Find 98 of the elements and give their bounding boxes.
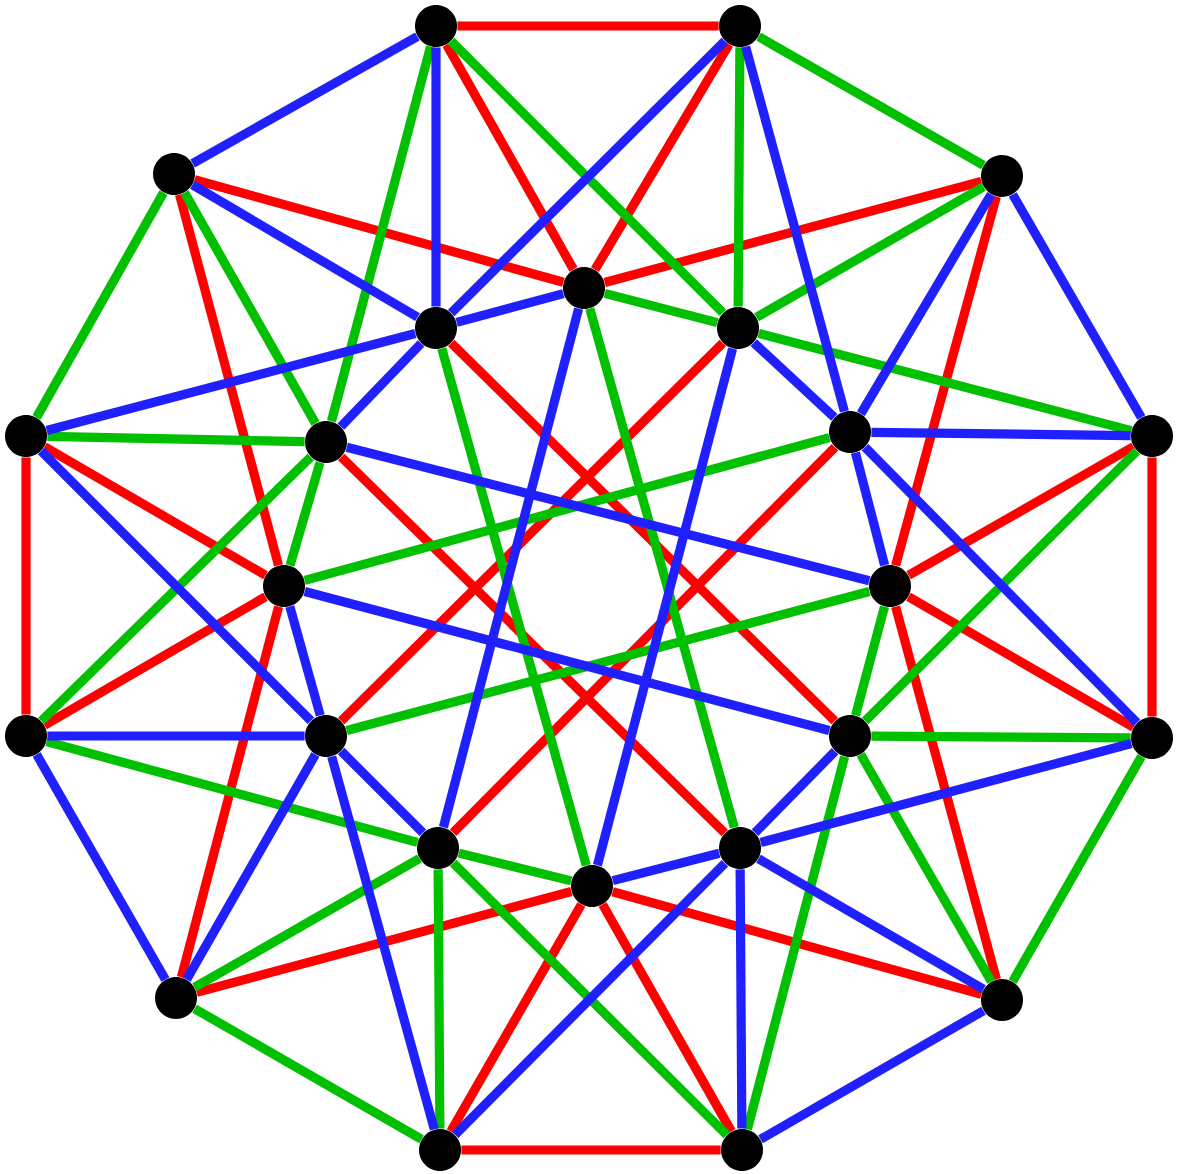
vertex-dot (981, 155, 1023, 197)
edge-line (891, 605, 1001, 981)
edge-line (192, 1004, 424, 1144)
edge-line (733, 47, 745, 307)
vertex-dot (717, 307, 759, 349)
edge-line (756, 854, 986, 994)
edge-line (338, 453, 728, 837)
edge-line (337, 339, 727, 725)
edge-line (592, 347, 738, 867)
vertex-dot (305, 421, 347, 463)
edge-line (856, 752, 996, 984)
edge-line (285, 605, 325, 717)
edge-line (21, 457, 31, 715)
vertex-dot (571, 865, 613, 907)
vertex-dot (5, 415, 47, 457)
edge-line (585, 307, 739, 829)
vertex-dot (263, 565, 305, 607)
edge-line (437, 347, 591, 867)
edge-line (603, 288, 719, 328)
edge-line (906, 592, 1136, 732)
edge-line (457, 848, 573, 886)
edge-line (750, 339, 838, 421)
edge-line (177, 605, 284, 979)
vertex-dot (155, 977, 197, 1019)
edge-line (742, 755, 850, 1131)
vertex-dot (869, 565, 911, 607)
vertex-dot (719, 5, 761, 47)
edge-line (193, 175, 565, 287)
edge-line (190, 32, 420, 168)
edge-line (759, 739, 1133, 847)
edge-line (42, 442, 268, 580)
edge-line (285, 461, 325, 567)
edge-line (457, 21, 719, 31)
edge-line (449, 443, 839, 836)
vertex-dot (563, 267, 605, 309)
edge-line (1008, 192, 1146, 420)
edge-line (758, 1006, 986, 1144)
vertex-dot (829, 411, 871, 453)
edge-line (448, 339, 838, 725)
vertex-dot (719, 827, 761, 869)
edge-line (455, 289, 565, 327)
edge-line (175, 193, 283, 567)
vertex-dot (415, 307, 457, 349)
edge-line (603, 177, 983, 287)
vertex-dot (981, 979, 1023, 1021)
edge-line (438, 307, 584, 829)
edge-line (195, 887, 573, 997)
edge-line (906, 442, 1136, 580)
vertex-dot (5, 715, 47, 757)
edge-line (1147, 457, 1157, 717)
edge-line (757, 328, 1133, 436)
vertex-dot (305, 715, 347, 757)
edge-line (461, 1145, 721, 1155)
edge-line (45, 737, 419, 847)
edge-line (611, 887, 983, 999)
edge-line (42, 592, 268, 730)
edge-line (190, 180, 420, 322)
edge-line (741, 45, 849, 413)
edge-line (337, 340, 425, 430)
edge-line (735, 869, 747, 1129)
edge-line (337, 747, 427, 837)
edge-line (871, 427, 1131, 441)
edge-line (1008, 754, 1146, 984)
edge-line (47, 431, 305, 447)
edge-line (433, 869, 445, 1129)
edge-line (446, 902, 586, 1134)
edge-line (345, 442, 871, 586)
vertex-dot (829, 715, 871, 757)
edge-line (303, 433, 831, 585)
edge-line (891, 195, 1001, 567)
edge-line (598, 902, 736, 1134)
edge-line (751, 748, 839, 836)
edge-line (192, 854, 422, 992)
edge-line (32, 190, 168, 420)
edge-line (611, 848, 721, 886)
edge-line (431, 47, 441, 307)
edge-line (851, 605, 889, 717)
edge-line (180, 190, 320, 426)
edge-line (47, 731, 305, 741)
vertex-dot (415, 5, 457, 47)
edge-line (591, 42, 733, 272)
edge-line (856, 192, 996, 416)
edge-line (327, 45, 435, 423)
edge-line (871, 731, 1131, 743)
edge-line (327, 755, 439, 1131)
vertex-dot (153, 153, 195, 195)
vertex-dot (1131, 415, 1173, 457)
edge-line (442, 42, 578, 272)
vertex-dot (417, 827, 459, 869)
edge-line (754, 182, 986, 322)
vertex-dot (1131, 717, 1173, 759)
vertex-dot (419, 1129, 461, 1171)
edge-line (756, 32, 986, 170)
edge-line (32, 752, 170, 982)
edge-line (850, 451, 890, 567)
edge-line (45, 329, 417, 435)
edge-line (182, 752, 320, 982)
vertex-dot (721, 1129, 763, 1171)
